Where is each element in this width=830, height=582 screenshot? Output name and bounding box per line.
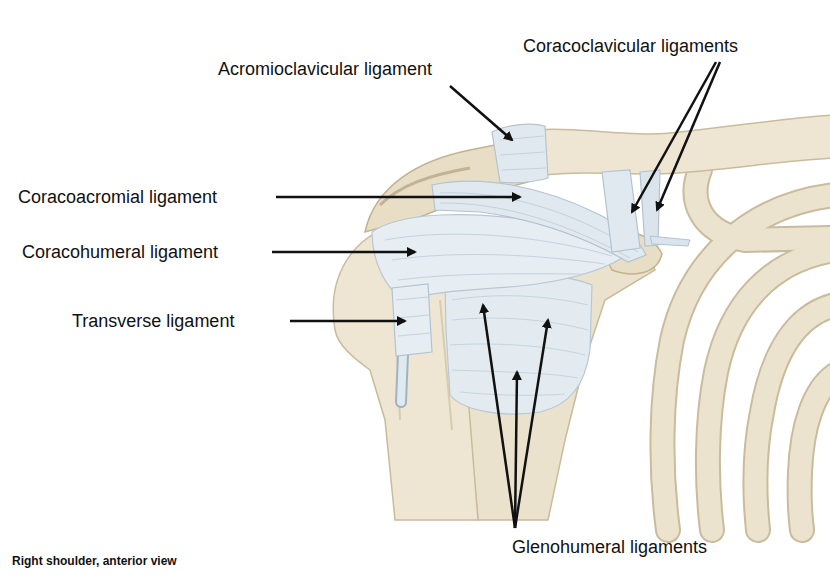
ligament-label: Glenohumeral ligaments xyxy=(512,536,707,558)
ligament-label: Acromioclavicular ligament xyxy=(218,58,432,80)
ligament-label: Coracoacromial ligament xyxy=(18,186,217,208)
ligament-label: Coracohumeral ligament xyxy=(22,241,218,263)
figure-caption: Right shoulder, anterior view xyxy=(12,553,177,569)
ligament-label: Coracoclavicular ligaments xyxy=(523,35,738,57)
ligament-label: Transverse ligament xyxy=(72,310,234,332)
